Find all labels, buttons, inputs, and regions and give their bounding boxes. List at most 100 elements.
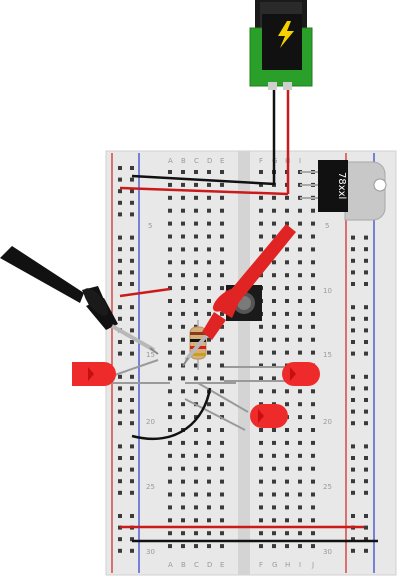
breadboard-hole xyxy=(272,479,276,484)
breadboard-hole xyxy=(298,492,302,497)
led-left xyxy=(72,362,116,386)
breadboard-hole xyxy=(130,328,134,333)
column-letter: D xyxy=(207,157,212,165)
breadboard-hole xyxy=(194,466,198,471)
row-number: 15 xyxy=(323,351,332,359)
breadboard-hole xyxy=(272,492,276,497)
breadboard-hole xyxy=(220,182,224,187)
breadboard-hole xyxy=(207,402,211,407)
breadboard-hole xyxy=(181,247,185,252)
breadboard-hole xyxy=(311,544,315,549)
breadboard-hole xyxy=(272,453,276,458)
breadboard-hole xyxy=(207,453,211,458)
breadboard-hole xyxy=(194,518,198,523)
breadboard-hole xyxy=(130,305,134,310)
breadboard-hole xyxy=(259,531,263,536)
led-bottom xyxy=(250,404,288,428)
breadboard-hole xyxy=(118,548,122,553)
breadboard-hole xyxy=(298,208,302,213)
breadboard-hole xyxy=(351,467,355,472)
breadboard-hole xyxy=(181,337,185,342)
row-number: 20 xyxy=(146,418,155,426)
breadboard-hole xyxy=(311,208,315,213)
breadboard-hole xyxy=(285,402,289,407)
breadboard-hole xyxy=(130,166,134,170)
breadboard-hole xyxy=(311,453,315,458)
breadboard-hole xyxy=(168,505,172,510)
breadboard-hole xyxy=(311,221,315,226)
row-number: 10 xyxy=(323,287,332,295)
breadboard-hole xyxy=(364,456,368,460)
breadboard-hole xyxy=(168,453,172,458)
breadboard-hole xyxy=(207,544,211,549)
breadboard-hole xyxy=(364,525,368,530)
breadboard-hole xyxy=(130,247,134,252)
breadboard-hole xyxy=(311,415,315,420)
breadboard-hole xyxy=(181,544,185,549)
breadboard-hole xyxy=(364,421,368,426)
breadboard-hole xyxy=(311,402,315,407)
breadboard-hole xyxy=(118,456,122,460)
breadboard-hole xyxy=(118,212,122,217)
breadboard-hole xyxy=(298,247,302,252)
breadboard-hole xyxy=(168,182,172,187)
breadboard-hole xyxy=(207,363,211,368)
breadboard-hole xyxy=(298,389,302,394)
breadboard-hole xyxy=(118,421,122,426)
breadboard-hole xyxy=(118,340,122,344)
breadboard-hole xyxy=(259,466,263,471)
breadboard-hole xyxy=(181,324,185,329)
breadboard-hole xyxy=(364,514,368,518)
breadboard-hole xyxy=(298,531,302,536)
breadboard-hole xyxy=(298,350,302,355)
breadboard-hole xyxy=(168,376,172,381)
breadboard-hole xyxy=(285,531,289,536)
breadboard-hole xyxy=(220,479,224,484)
breadboard-hole xyxy=(194,195,198,200)
breadboard-hole xyxy=(285,505,289,510)
breadboard-hole xyxy=(259,195,263,200)
breadboard-hole xyxy=(272,221,276,226)
breadboard-hole xyxy=(298,286,302,291)
probe-red xyxy=(182,224,296,367)
breadboard-hole xyxy=(311,350,315,355)
breadboard-hole xyxy=(311,286,315,291)
wire-black-curve xyxy=(131,387,212,441)
breadboard-hole xyxy=(118,200,122,205)
breadboard-hole xyxy=(311,389,315,394)
breadboard-hole xyxy=(181,466,185,471)
breadboard-hole xyxy=(181,195,185,200)
breadboard-hole xyxy=(118,235,122,240)
breadboard-hole xyxy=(272,337,276,342)
breadboard-hole xyxy=(118,386,122,391)
column-letter: E xyxy=(220,157,224,165)
column-letter: J xyxy=(311,561,314,569)
breadboard-hole xyxy=(259,208,263,213)
probe-black xyxy=(0,246,159,355)
breadboard-hole xyxy=(207,479,211,484)
breadboard-hole xyxy=(285,221,289,226)
breadboard-hole xyxy=(181,182,185,187)
breadboard-hole xyxy=(194,453,198,458)
breadboard-hole xyxy=(130,490,134,495)
breadboard-hole xyxy=(351,270,355,275)
breadboard-hole xyxy=(285,260,289,265)
breadboard-hole xyxy=(220,492,224,497)
column-letter: D xyxy=(207,561,212,569)
breadboard-channel xyxy=(238,151,250,575)
breadboard-hole xyxy=(351,514,355,518)
breadboard-hole xyxy=(130,177,134,182)
breadboard-hole xyxy=(207,170,211,174)
breadboard-hole xyxy=(168,466,172,471)
breadboard-hole xyxy=(364,270,368,275)
breadboard-hole xyxy=(194,415,198,420)
breadboard-hole xyxy=(168,363,172,368)
breadboard-hole xyxy=(220,234,224,239)
breadboard-hole xyxy=(168,544,172,549)
wire-red-top xyxy=(119,186,289,196)
breadboard-hole xyxy=(194,221,198,226)
breadboard-hole xyxy=(207,337,211,342)
breadboard-hole xyxy=(130,398,134,402)
breadboard-hole xyxy=(194,182,198,187)
breadboard-hole xyxy=(298,299,302,303)
